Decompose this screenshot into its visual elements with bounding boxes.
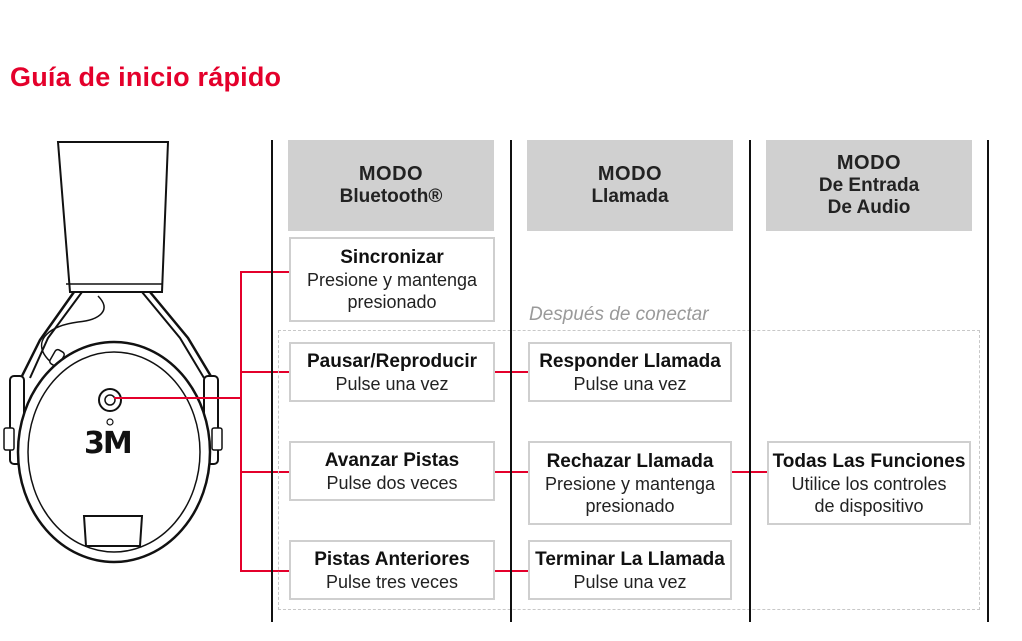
box-text: de dispositivo bbox=[814, 495, 924, 516]
box-text: Pulse tres veces bbox=[325, 571, 459, 592]
led-indicator bbox=[106, 418, 114, 426]
header-line: MODO bbox=[836, 152, 902, 174]
connector-sync bbox=[240, 271, 289, 273]
column-divider bbox=[271, 140, 273, 622]
header-line: De Audio bbox=[827, 197, 911, 218]
connector-prev bbox=[240, 570, 289, 572]
connector-play bbox=[240, 371, 289, 373]
connector-vertical bbox=[240, 271, 242, 571]
box-text: Presione y mantenga bbox=[306, 270, 478, 290]
box-title: Pistas Anteriores bbox=[314, 548, 470, 570]
box-text: Pulse una vez bbox=[335, 373, 449, 394]
box-sync: Sincronizar Presione y mantenga presiona… bbox=[289, 237, 495, 322]
after-connect-area bbox=[278, 330, 980, 610]
column-divider bbox=[987, 140, 989, 622]
box-answer-call: Responder Llamada Pulse una vez bbox=[528, 342, 732, 402]
box-text: Presione y mantenga bbox=[544, 473, 716, 494]
box-text: Pulse una vez bbox=[573, 571, 687, 592]
box-end-call: Terminar La Llamada Pulse una vez bbox=[528, 540, 732, 600]
column-divider bbox=[510, 140, 512, 622]
connector-next bbox=[240, 471, 289, 473]
box-title: Sincronizar bbox=[340, 247, 444, 268]
box-next-track: Avanzar Pistas Pulse dos veces bbox=[289, 441, 495, 501]
header-line: MODO bbox=[358, 163, 424, 185]
headband-pad bbox=[56, 141, 170, 293]
box-title: Terminar La Llamada bbox=[535, 548, 725, 570]
header-line: Bluetooth® bbox=[339, 186, 443, 207]
page-title: Guía de inicio rápido bbox=[10, 62, 282, 92]
box-text: presionado bbox=[585, 495, 675, 516]
box-title: Responder Llamada bbox=[539, 350, 721, 372]
box-text: Utilice los controles bbox=[791, 473, 947, 494]
box-prev-track: Pistas Anteriores Pulse tres veces bbox=[289, 540, 495, 600]
header-audio-in: MODO De Entrada De Audio bbox=[766, 140, 972, 231]
connector-button bbox=[114, 397, 242, 399]
column-divider bbox=[749, 140, 751, 622]
header-line: De Entrada bbox=[818, 175, 920, 196]
box-play-pause: Pausar/Reproducir Pulse una vez bbox=[289, 342, 495, 402]
header-line: MODO bbox=[597, 163, 663, 185]
box-title: Rechazar Llamada bbox=[546, 450, 714, 472]
headset-illustration bbox=[3, 141, 223, 564]
header-call: MODO Llamada bbox=[527, 140, 733, 231]
after-connect-label: Después de conectar bbox=[529, 304, 709, 325]
box-text: Pulse una vez bbox=[573, 373, 687, 394]
box-all-functions: Todas Las Funciones Utilice los controle… bbox=[767, 441, 971, 525]
box-text: Pulse dos veces bbox=[326, 472, 458, 493]
box-text: presionado bbox=[347, 292, 437, 312]
battery-door bbox=[82, 515, 144, 547]
box-reject-call: Rechazar Llamada Presione y mantenga pre… bbox=[528, 441, 732, 525]
box-title: Pausar/Reproducir bbox=[307, 350, 477, 372]
box-title: Todas Las Funciones bbox=[772, 450, 966, 472]
header-line: Llamada bbox=[591, 186, 669, 207]
logo-3m: 3M bbox=[84, 426, 133, 461]
box-title: Avanzar Pistas bbox=[324, 449, 460, 471]
header-bluetooth: MODO Bluetooth® bbox=[288, 140, 494, 231]
